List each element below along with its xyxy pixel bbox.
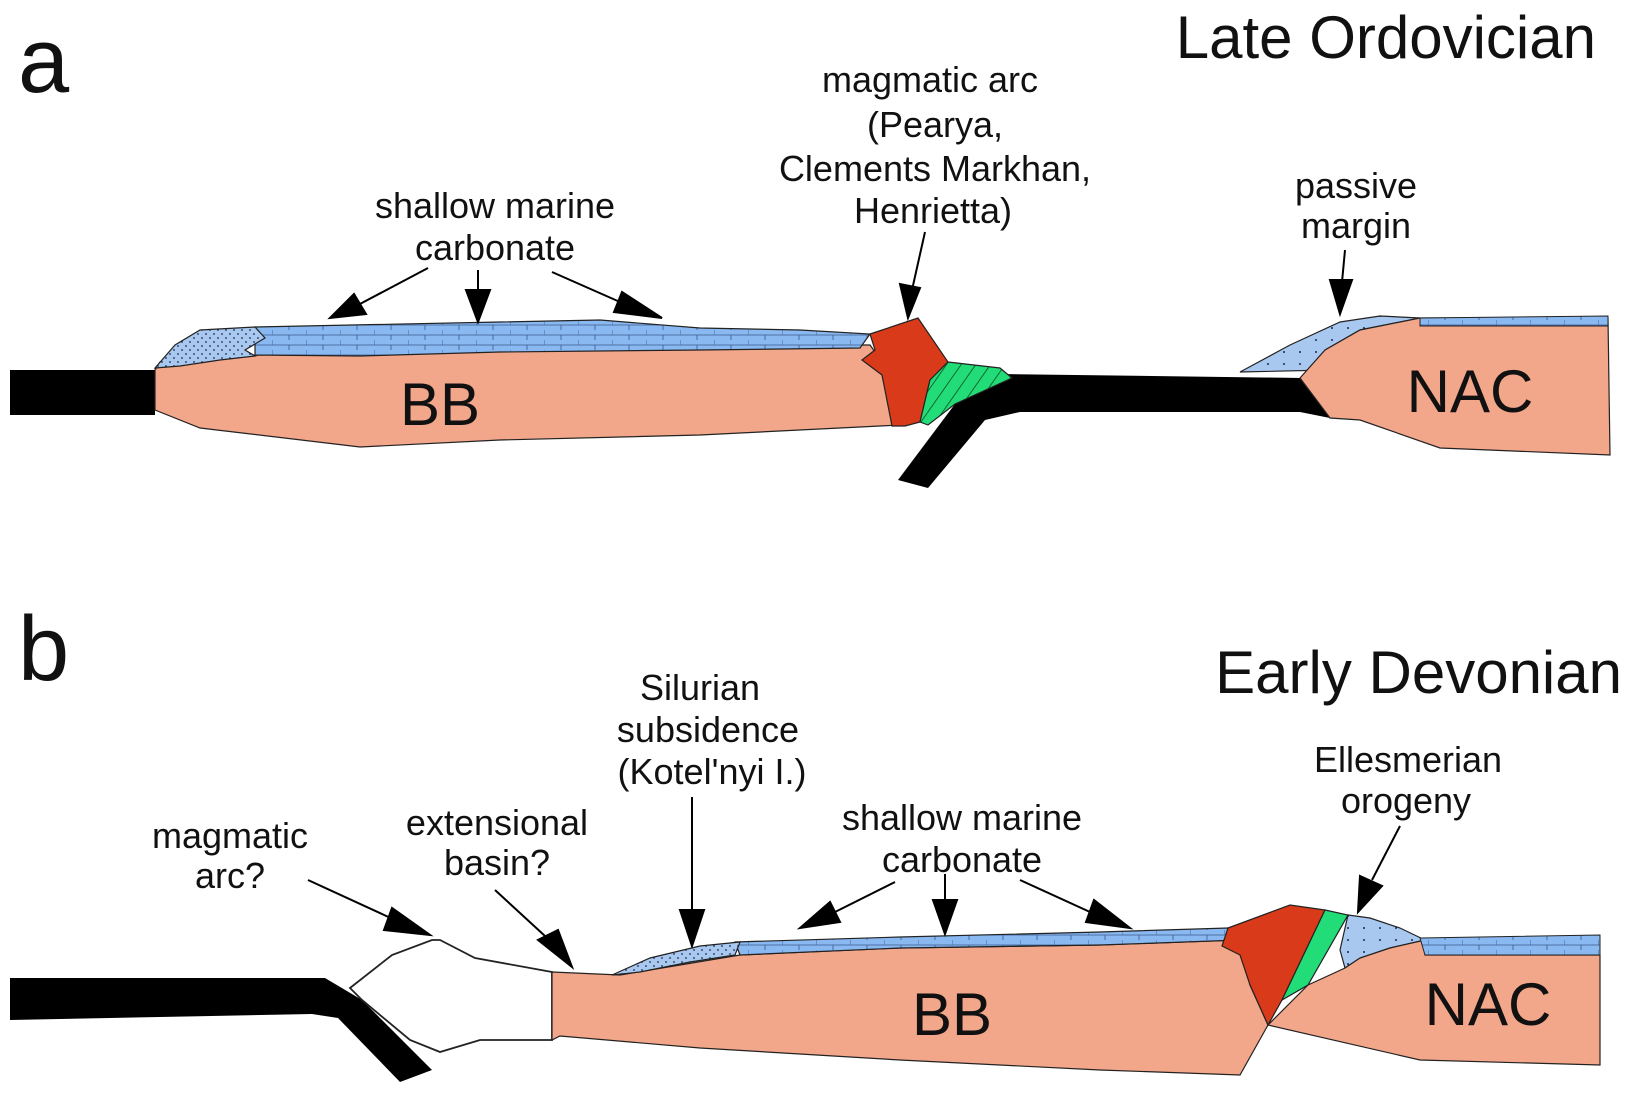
panel-a-letter: a — [18, 10, 70, 112]
shallow-marine-arrows-a — [330, 268, 662, 322]
panel-a: a Late Ordovician BB NAC shallow marine … — [10, 4, 1610, 488]
panel-b-letter: b — [18, 598, 69, 700]
silurian-subsidence-line3: (Kotel'nyi I.) — [618, 751, 807, 792]
shallow-marine-label-a-line1: shallow marine — [375, 185, 615, 226]
ellesmerian-label-line1: Ellesmerian — [1314, 739, 1502, 780]
panel-b: b Early Devonian BB NAC magmatic arc? — [10, 598, 1622, 1082]
passive-margin-label-line2: margin — [1301, 205, 1411, 246]
shallow-marine-label-a-line2: carbonate — [415, 227, 575, 268]
magmatic-arc-question-line2: arc? — [195, 855, 265, 896]
nac-label-b: NAC — [1425, 971, 1552, 1038]
passive-margin-label-line1: passive — [1295, 165, 1417, 206]
bb-label-a: BB — [400, 371, 480, 438]
magmatic-arc-label-line1: magmatic arc — [822, 59, 1038, 100]
extensional-basin-arrow — [495, 890, 572, 967]
extensional-basin-line1: extensional — [406, 802, 588, 843]
nac-label-a: NAC — [1407, 358, 1534, 425]
magmatic-arc-label-line3: Clements Markhan, — [779, 148, 1091, 189]
ellesmerian-arrow — [1358, 826, 1400, 912]
silurian-subsidence-arrow — [680, 797, 704, 946]
magmatic-arc-question-arrow — [308, 880, 430, 935]
oceanic-crust-left — [10, 370, 155, 415]
silurian-subsidence-line1: Silurian — [640, 667, 760, 708]
panel-a-title: Late Ordovician — [1176, 4, 1596, 71]
shallow-marine-label-b-line2: carbonate — [882, 839, 1042, 880]
silurian-subsidence-line2: subsidence — [617, 709, 799, 750]
magmatic-arc-label-line4: Henrietta) — [854, 190, 1012, 231]
shallow-marine-label-b-line1: shallow marine — [842, 797, 1082, 838]
nac-carbonate-cap — [1420, 316, 1608, 326]
bb-crust-block — [155, 345, 900, 447]
extensional-basin-line2: basin? — [444, 842, 550, 883]
shallow-marine-arrows-b — [800, 874, 1130, 934]
bb-label-b: BB — [912, 981, 992, 1048]
magmatic-arc-question-line1: magmatic — [152, 815, 308, 856]
panel-b-title: Early Devonian — [1215, 639, 1622, 706]
magmatic-arc-arrow-a — [900, 232, 925, 318]
magmatic-arc-label-line2: (Pearya, — [867, 104, 1003, 145]
passive-margin-arrow — [1330, 250, 1352, 314]
ellesmerian-label-line2: orogeny — [1341, 780, 1471, 821]
nac-carbonate-cap-b — [1420, 935, 1600, 955]
